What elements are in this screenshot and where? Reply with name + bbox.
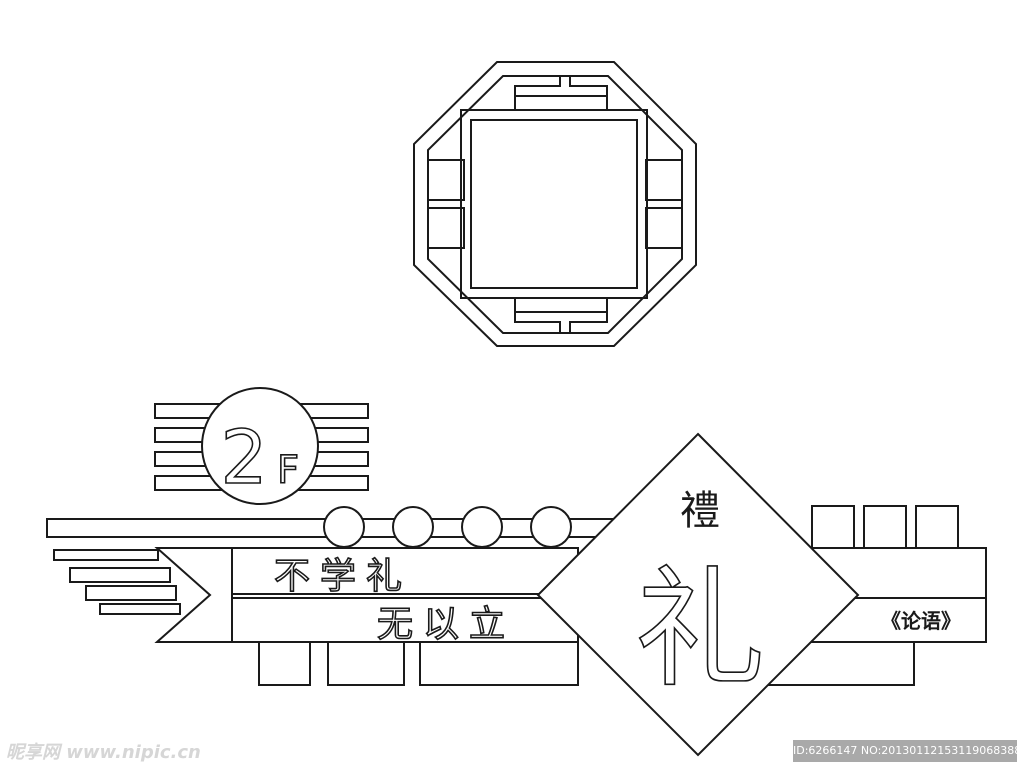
rail-bead-2 <box>392 506 434 548</box>
lattice-right-pane-upper <box>645 159 683 201</box>
lattice-top-hook-left <box>514 76 561 96</box>
wing-stripe-1 <box>53 549 159 561</box>
floor-number: 2 <box>220 415 267 501</box>
lattice-square-outer <box>460 109 648 299</box>
diamond-emblem: 禮 礼 <box>536 432 860 757</box>
lattice-bottom-hook-right <box>569 312 608 333</box>
source-label: 《论语》 <box>881 609 961 633</box>
lattice-left-pane-upper <box>427 159 465 201</box>
diamond-frame <box>536 432 860 757</box>
wing-stripe-2 <box>69 567 171 583</box>
base-block-3 <box>419 641 579 686</box>
octagon-inner-frame <box>427 75 683 334</box>
lattice-bottom-bar <box>514 297 608 313</box>
wing-stripe-4 <box>99 603 181 615</box>
right-top-block-2 <box>863 505 907 549</box>
lattice-right-pane-lower <box>645 207 683 249</box>
main-beam: 不学礼 无以立 <box>46 506 638 686</box>
lattice-bottom-hook-left <box>514 312 561 333</box>
right-top-block-1 <box>811 505 855 549</box>
slogan-line-1: 不学礼 <box>274 556 412 597</box>
traditional-character: 禮 <box>680 488 720 534</box>
site-watermark: 昵享网 www.nipic.cn <box>6 742 201 763</box>
lattice-top-hook-right <box>569 76 608 96</box>
slogan-line-2: 无以立 <box>377 604 515 645</box>
arrow-tail-chevron <box>154 547 233 643</box>
lattice-square-inner <box>470 119 638 289</box>
octagon-lattice-window <box>413 61 697 347</box>
floor-badge-circle <box>201 387 319 505</box>
floor-badge-group: 2 F <box>154 387 369 505</box>
rail-bead-4 <box>530 506 572 548</box>
wing-stripe-3 <box>85 585 177 601</box>
base-block-2 <box>327 641 405 686</box>
rail-bead-1 <box>323 506 365 548</box>
rail-bead-3 <box>461 506 503 548</box>
right-top-block-3 <box>915 505 959 549</box>
lattice-top-bar <box>514 95 608 111</box>
lattice-left-pane-lower <box>427 207 465 249</box>
floor-letter: F <box>277 448 299 492</box>
image-id-watermark: ID:6266147 NO:20130112153119068388 <box>793 740 1017 762</box>
octagon-outer-frame <box>413 61 697 347</box>
main-character: 礼 <box>635 553 765 705</box>
base-block-1 <box>258 641 311 686</box>
